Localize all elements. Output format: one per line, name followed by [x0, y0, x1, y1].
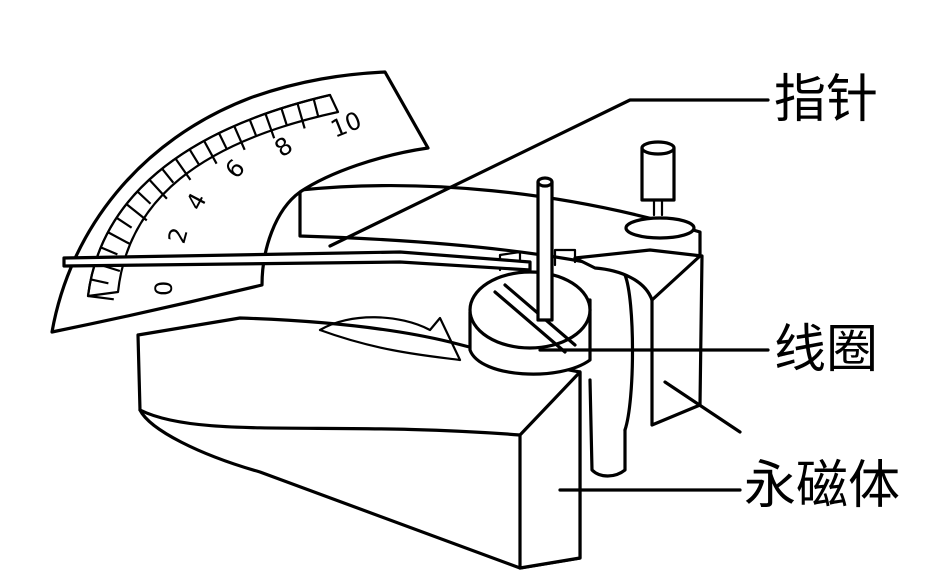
- coil: [468, 248, 592, 376]
- scale-tick: [217, 132, 228, 150]
- magnet-back-top: [298, 183, 702, 264]
- scale-tick: [280, 107, 288, 126]
- magnet-right-pole: [573, 248, 704, 427]
- scale-tick: [107, 231, 132, 246]
- magnet-callout-line-1: [663, 380, 742, 434]
- scale-tick: [115, 216, 133, 229]
- magnet-right-pole-edge: [650, 254, 702, 302]
- zero-adjust-screw: [624, 140, 696, 240]
- scale-tick: [264, 113, 276, 139]
- scale-tick: [203, 140, 218, 165]
- magnet-top-edge: [138, 408, 522, 437]
- scale-tick: [136, 190, 152, 205]
- scale-tick: [296, 103, 306, 129]
- scale-tick: [233, 125, 246, 151]
- pointer-needle: [62, 250, 532, 272]
- scale-tick: [148, 178, 168, 200]
- scale-number-2: 2: [163, 225, 194, 247]
- magnet-right-inner-curve: [623, 273, 635, 432]
- scale-tick: [125, 203, 148, 222]
- coil-label: 线圈: [774, 320, 879, 380]
- pointer-callout-line: [328, 98, 770, 248]
- pointer-label: 指针: [774, 70, 879, 130]
- scale-tick: [174, 157, 192, 181]
- magnet-label: 永磁体: [744, 456, 901, 516]
- scale-tick: [188, 148, 200, 166]
- magnet-gap-curve: [588, 378, 627, 478]
- scale-tick: [90, 278, 109, 285]
- scale-tick: [161, 167, 175, 184]
- scale-tick: [100, 246, 118, 256]
- scale-number-0: 0: [150, 281, 178, 296]
- pointer-post-cap: [536, 176, 554, 188]
- scale-tick: [248, 119, 258, 137]
- magnet-cavity: [318, 316, 462, 362]
- scale-tick: [312, 98, 320, 117]
- pointer-post: [536, 180, 554, 322]
- magnet-front-face: [518, 370, 582, 570]
- scale-tick: [87, 294, 114, 301]
